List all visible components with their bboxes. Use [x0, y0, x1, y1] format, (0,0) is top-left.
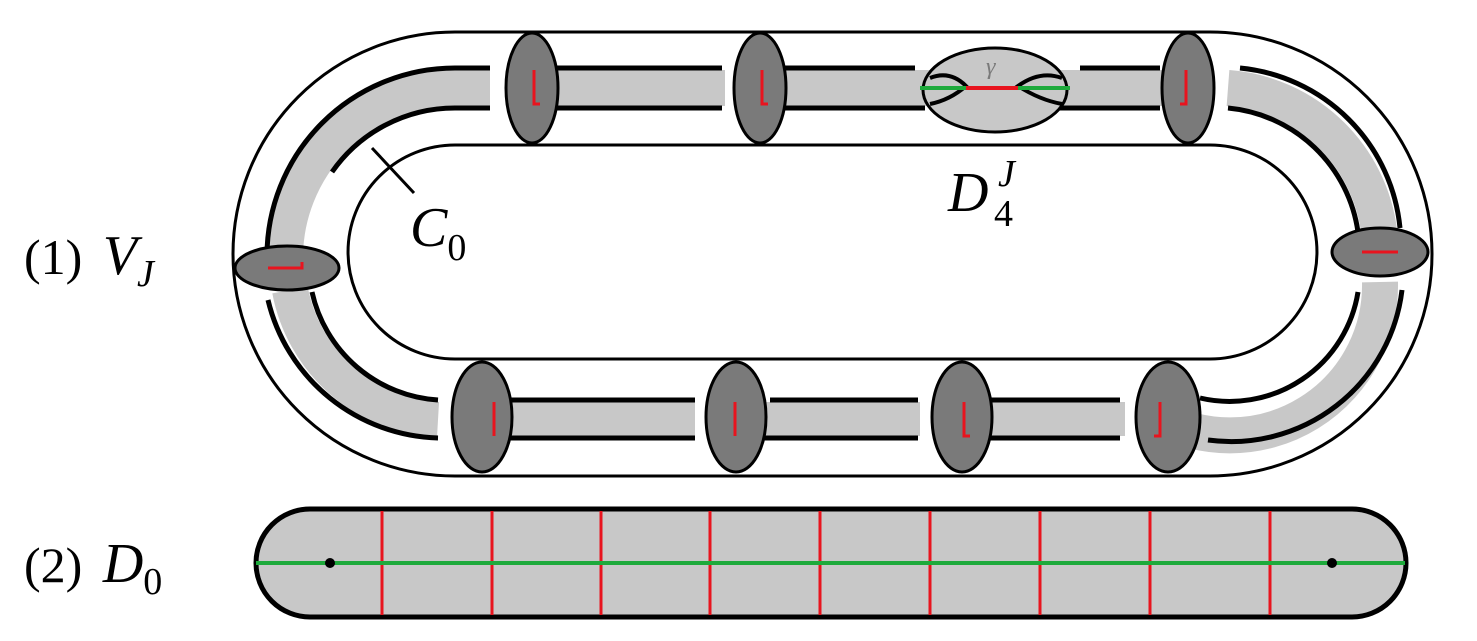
- gamma-label: γ: [986, 54, 996, 80]
- tube-bottom-left-edge-outer: [265, 299, 439, 441]
- tube-top-left: [267, 70, 490, 259]
- c0-label: C0: [410, 197, 466, 269]
- tube-bottom-right-edge-inner: [1199, 291, 1361, 404]
- c0-leader-line: [370, 146, 416, 195]
- panel-1-label: (1) VJ: [24, 225, 156, 295]
- disk-d0: [253, 506, 1409, 620]
- meridian-disk-bottom-3: [930, 360, 994, 474]
- inner-boundary: [346, 143, 1319, 361]
- tube-bottom-1: [495, 402, 695, 436]
- panel-2-label: (2) D0: [24, 533, 162, 603]
- meridian-disk-top-3: [1160, 31, 1216, 145]
- meridian-disk-bottom-1: [450, 360, 514, 474]
- panel-1-number: (1): [24, 229, 82, 285]
- tube-top-right: [1226, 70, 1398, 242]
- tube-top-left-edge-inner: [329, 105, 490, 174]
- red-arc-left: [268, 262, 304, 270]
- meridian-disk-top-2: [732, 31, 788, 145]
- meridian-disk-bottom-4: [1134, 360, 1202, 474]
- meridian-disk-top-1: [504, 31, 560, 145]
- tube-top-left-edge-outer: [264, 65, 490, 257]
- panel-2-symbol: D: [102, 533, 143, 595]
- c0-symbol: C: [410, 197, 448, 259]
- tube-bottom-right: [1151, 281, 1399, 454]
- red-arc-bottom-3: [962, 402, 970, 438]
- tube-top-right-edge-inner: [1227, 105, 1361, 233]
- tube-top-1: [535, 70, 725, 106]
- red-arc-top-2: [760, 70, 768, 106]
- handlebody-v-j: [231, 30, 1434, 478]
- disk-d0-right-point: [1327, 558, 1337, 568]
- panel-1-sub: J: [137, 253, 156, 295]
- panel-2-sub: 0: [143, 561, 162, 603]
- d4j-label-sub: 4: [994, 193, 1013, 235]
- disk-d0-left-point: [325, 558, 335, 568]
- panel-2-number: (2): [24, 537, 82, 593]
- panel-1-symbol: V: [103, 225, 143, 287]
- tube-bottom-left: [272, 286, 440, 438]
- red-arc-top-1: [532, 70, 540, 106]
- d4j-label-sup: J: [998, 153, 1017, 195]
- tube-top-2: [763, 70, 933, 106]
- tube-top-right-edge-outer: [1239, 65, 1403, 229]
- red-arc-top-3: [1180, 70, 1188, 106]
- tube-bottom-right-edge-outer: [1207, 289, 1405, 445]
- red-arc-bottom-4: [1154, 402, 1162, 438]
- tube-bottom-left-edge-inner: [309, 291, 439, 403]
- d4j-label-symbol: D: [947, 162, 988, 224]
- outer-boundary: [231, 30, 1434, 478]
- c0-sub: 0: [447, 227, 466, 269]
